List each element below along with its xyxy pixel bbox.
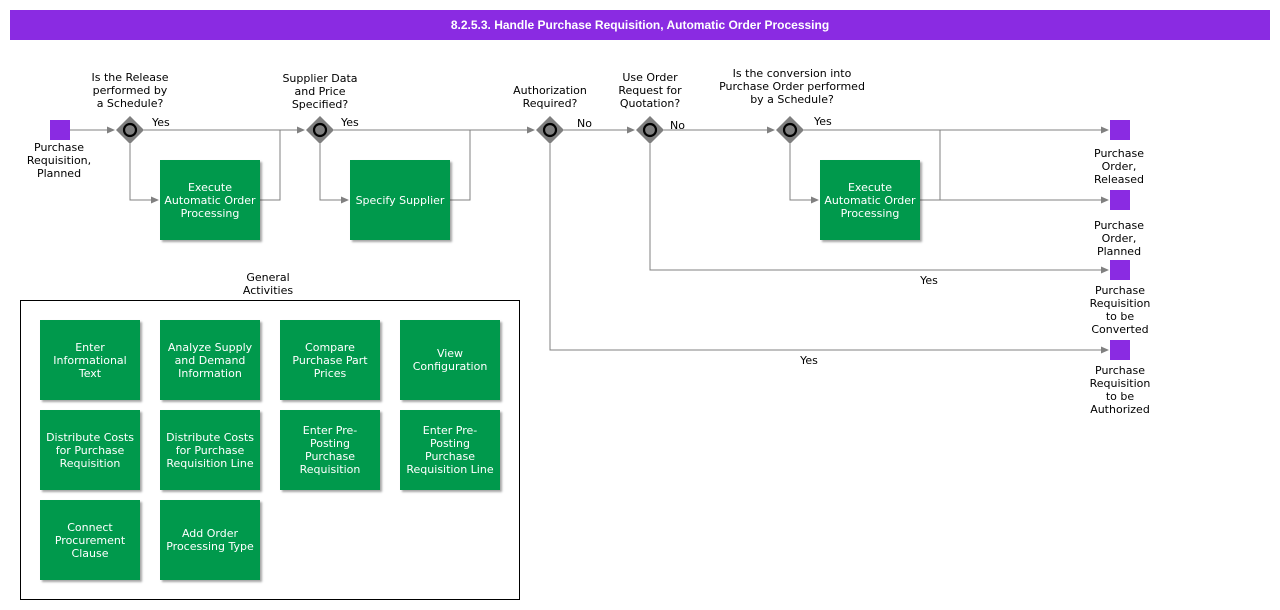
- general-activities-group: [20, 300, 520, 600]
- ga-add-order-processing-type[interactable]: Add Order Processing Type: [160, 500, 260, 580]
- end-event-requisition-authorized[interactable]: [1110, 340, 1130, 360]
- flow-label-no-order-request: No: [670, 119, 685, 132]
- flow-label-yes-conversion: Yes: [814, 115, 832, 128]
- gateway-conversion-schedule-label: Is the conversion into Purchase Order pe…: [719, 67, 865, 106]
- ga-enter-preposting-requisition[interactable]: Enter Pre- Posting Purchase Requisition: [280, 410, 380, 490]
- diagram-title: 8.2.5.3. Handle Purchase Requisition, Au…: [10, 10, 1270, 40]
- gateway-supplier-data[interactable]: [306, 116, 334, 144]
- ga-distribute-costs-requisition[interactable]: Distribute Costs for Purchase Requisitio…: [40, 410, 140, 490]
- gateway-order-request[interactable]: [636, 116, 664, 144]
- flow-label-yes-converted: Yes: [920, 274, 938, 287]
- ga-compare-purchase-part-prices[interactable]: Compare Purchase Part Prices: [280, 320, 380, 400]
- gateway-order-request-label: Use Order Request for Quotation?: [618, 71, 682, 110]
- task-execute-automatic-order-processing-2[interactable]: Execute Automatic Order Processing: [820, 160, 920, 240]
- end-event-order-planned-label: Purchase Order, Planned: [1094, 219, 1144, 258]
- general-activities-title: General Activities: [242, 271, 294, 297]
- flow-label-no-authorization: No: [577, 117, 592, 130]
- gateway-authorization[interactable]: [536, 116, 564, 144]
- gateway-conversion-schedule[interactable]: [776, 116, 804, 144]
- ga-enter-preposting-requisition-line[interactable]: Enter Pre- Posting Purchase Requisition …: [400, 410, 500, 490]
- end-event-requisition-authorized-label: Purchase Requisition to be Authorized: [1089, 364, 1151, 416]
- end-event-order-released-label: Purchase Order, Released: [1094, 147, 1144, 186]
- task-specify-supplier[interactable]: Specify Supplier: [350, 160, 450, 240]
- end-event-requisition-converted-label: Purchase Requisition to be Converted: [1089, 284, 1151, 336]
- ga-analyze-supply-demand[interactable]: Analyze Supply and Demand Information: [160, 320, 260, 400]
- start-event-label: Purchase Requisition, Planned: [26, 141, 92, 180]
- flow-label-yes-supplier: Yes: [341, 116, 359, 129]
- end-event-order-released[interactable]: [1110, 120, 1130, 140]
- ga-distribute-costs-requisition-line[interactable]: Distribute Costs for Purchase Requisitio…: [160, 410, 260, 490]
- gateway-release-schedule-label: Is the Release performed by a Schedule?: [91, 71, 169, 110]
- task-execute-automatic-order-processing[interactable]: Execute Automatic Order Processing: [160, 160, 260, 240]
- end-event-requisition-converted[interactable]: [1110, 260, 1130, 280]
- gateway-authorization-label: Authorization Required?: [513, 84, 587, 110]
- flow-label-yes-authorized: Yes: [800, 354, 818, 367]
- gateway-release-schedule[interactable]: [116, 116, 144, 144]
- end-event-order-planned[interactable]: [1110, 190, 1130, 210]
- ga-enter-informational-text[interactable]: Enter Informational Text: [40, 320, 140, 400]
- flow-label-yes-release: Yes: [152, 116, 170, 129]
- start-event[interactable]: [50, 120, 70, 140]
- ga-view-configuration[interactable]: View Configuration: [400, 320, 500, 400]
- gateway-supplier-data-label: Supplier Data and Price Specified?: [282, 72, 358, 111]
- ga-connect-procurement-clause[interactable]: Connect Procurement Clause: [40, 500, 140, 580]
